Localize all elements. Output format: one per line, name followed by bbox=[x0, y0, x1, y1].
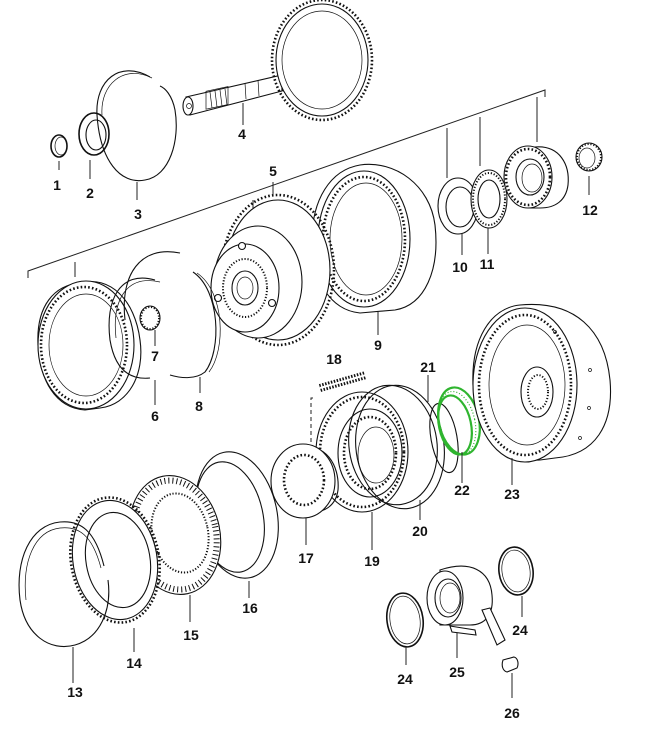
part-17-clutch-hub[interactable]: 17 bbox=[270, 443, 339, 566]
part-7-needle-bearing[interactable]: 7 bbox=[139, 305, 161, 364]
label-5: 5 bbox=[269, 163, 277, 179]
part-3-snap-ring[interactable]: 3 bbox=[96, 70, 177, 222]
label-3: 3 bbox=[134, 206, 142, 222]
part-23-clutch-drum[interactable]: 23 bbox=[472, 303, 612, 502]
part-18-spring[interactable]: 18 bbox=[310, 351, 368, 444]
label-4: 4 bbox=[238, 126, 246, 142]
part-12-needle-bearing[interactable]: 12 bbox=[575, 142, 603, 218]
part-5-assembly-bracket[interactable]: 5 bbox=[27, 89, 546, 278]
label-6: 6 bbox=[151, 408, 159, 424]
label-22: 22 bbox=[454, 482, 470, 498]
part-8-snap-ring[interactable]: 8 bbox=[123, 251, 221, 414]
part-13-snap-ring[interactable]: 13 bbox=[18, 521, 110, 700]
part-25-piston-lever[interactable]: 25 bbox=[426, 565, 506, 680]
label-26: 26 bbox=[504, 705, 520, 721]
label-20: 20 bbox=[412, 523, 428, 539]
label-14: 14 bbox=[126, 655, 142, 671]
part-9-ring-gear-drum[interactable]: 9 bbox=[311, 163, 437, 353]
label-2: 2 bbox=[86, 185, 94, 201]
part-1-small-ring[interactable]: 1 bbox=[50, 134, 68, 193]
label-8: 8 bbox=[195, 398, 203, 414]
part-20-piston[interactable]: 20 bbox=[341, 379, 452, 539]
label-9: 9 bbox=[374, 337, 382, 353]
part-14-end-plate[interactable]: 14 bbox=[61, 490, 170, 671]
label-25: 25 bbox=[449, 664, 465, 680]
label-15: 15 bbox=[183, 627, 199, 643]
label-7: 7 bbox=[151, 348, 159, 364]
part-19-freewheel[interactable]: 19 bbox=[315, 391, 409, 569]
label-13: 13 bbox=[67, 684, 83, 700]
label-16: 16 bbox=[242, 600, 258, 616]
part-4-output-shaft[interactable]: 4 bbox=[182, 0, 374, 142]
sun-gear[interactable] bbox=[503, 145, 569, 209]
part-24-seal-ring-right[interactable]: 24 bbox=[496, 545, 536, 638]
label-10: 10 bbox=[452, 259, 468, 275]
part-11-needle-bearing[interactable]: 11 bbox=[470, 169, 508, 272]
label-19: 19 bbox=[364, 553, 380, 569]
planet-carrier[interactable] bbox=[210, 193, 336, 347]
part-2-thrust-washer[interactable]: 2 bbox=[78, 112, 110, 201]
label-18: 18 bbox=[326, 351, 342, 367]
part-26-slide-block[interactable]: 26 bbox=[501, 656, 520, 721]
label-1: 1 bbox=[53, 177, 61, 193]
part-24-seal-ring-left[interactable]: 24 bbox=[383, 591, 426, 687]
label-21: 21 bbox=[420, 359, 436, 375]
label-17: 17 bbox=[298, 550, 314, 566]
part-21-o-ring[interactable]: 21 bbox=[420, 359, 463, 475]
label-24-right: 24 bbox=[512, 622, 528, 638]
internal-ring-gear[interactable] bbox=[37, 280, 142, 411]
label-23: 23 bbox=[504, 486, 520, 502]
part-6-snap-ring[interactable]: 6 bbox=[108, 277, 161, 424]
label-11: 11 bbox=[480, 256, 495, 272]
label-12: 12 bbox=[582, 202, 598, 218]
leader-line bbox=[310, 397, 313, 444]
label-24-left: 24 bbox=[397, 671, 413, 687]
